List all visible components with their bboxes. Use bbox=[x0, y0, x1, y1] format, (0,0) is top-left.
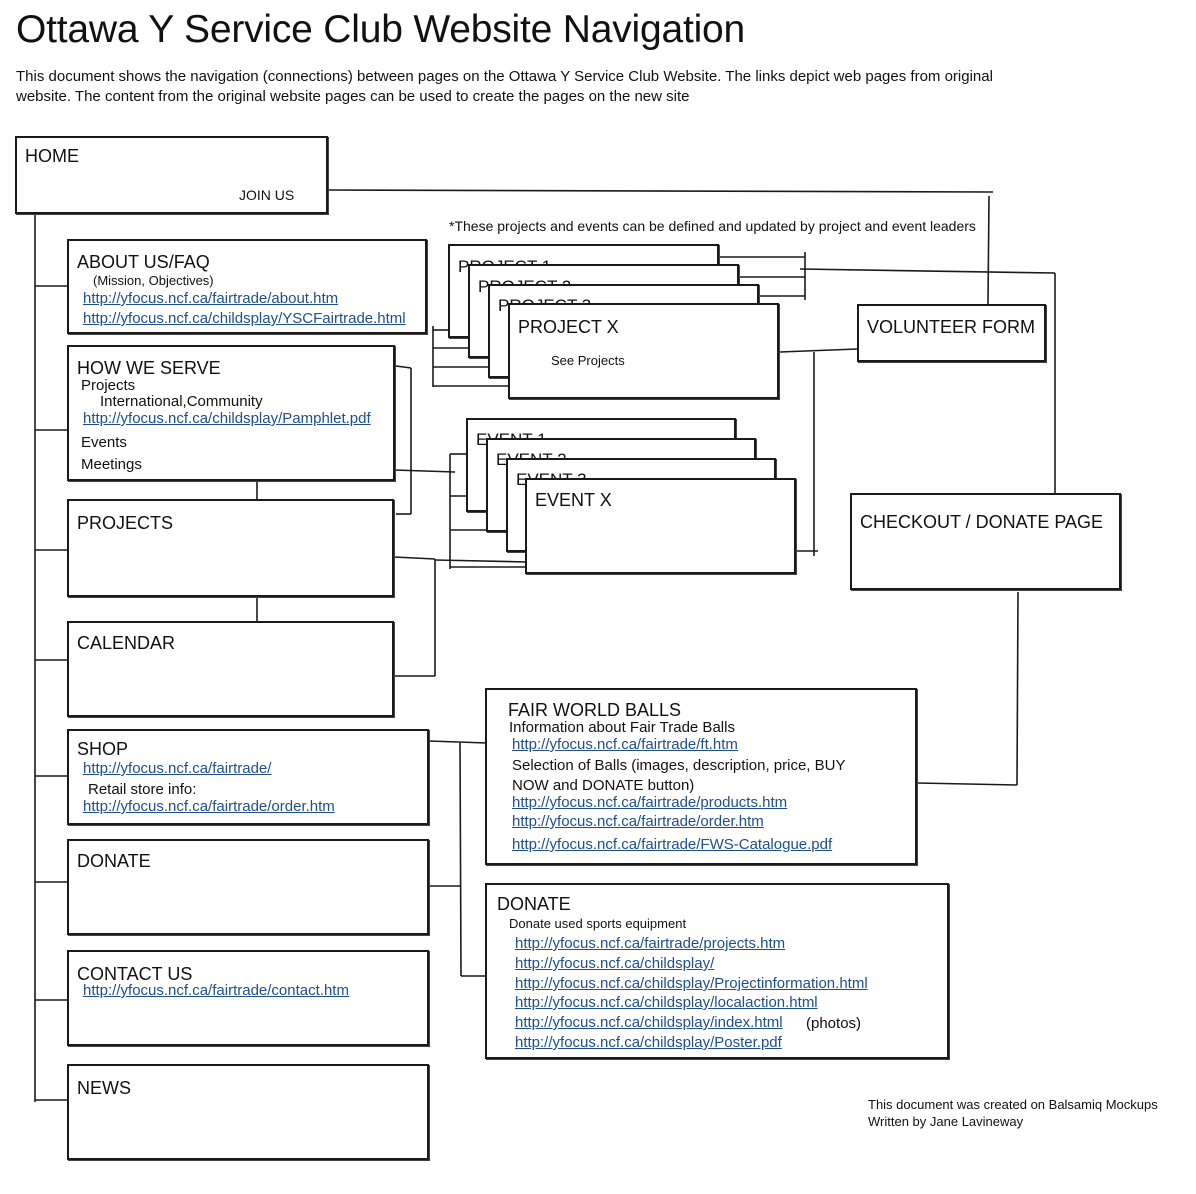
project-x-card[interactable]: PROJECT X See Projects bbox=[508, 303, 779, 399]
shop-title: SHOP bbox=[77, 739, 129, 759]
shop-box[interactable]: SHOP http://yfocus.ncf.ca/fairtrade/ Ret… bbox=[67, 729, 429, 825]
calendar-box[interactable]: CALENDAR bbox=[67, 621, 394, 717]
catalogue-link[interactable]: http://yfocus.ncf.ca/fairtrade/FWS-Catal… bbox=[512, 836, 833, 853]
fair-info-label: Information about Fair Trade Balls bbox=[509, 719, 735, 736]
contact-us-title: CONTACT US bbox=[77, 964, 193, 984]
projects-box[interactable]: PROJECTS bbox=[67, 499, 394, 597]
how-we-serve-box[interactable]: HOW WE SERVE Projects International,Comm… bbox=[67, 345, 395, 481]
ysc-fairtrade-link[interactable]: http://yfocus.ncf.ca/childsplay/YSCFairt… bbox=[83, 310, 406, 327]
home-title: HOME bbox=[25, 146, 79, 166]
news-box[interactable]: NEWS bbox=[67, 1064, 429, 1160]
event-x-title: EVENT X bbox=[535, 490, 612, 510]
intro-text: This document shows the navigation (conn… bbox=[16, 68, 993, 105]
poster-link[interactable]: http://yfocus.ncf.ca/childsplay/Poster.p… bbox=[515, 1034, 782, 1051]
pamphlet-link[interactable]: http://yfocus.ncf.ca/childsplay/Pamphlet… bbox=[83, 410, 371, 427]
childsplay-link[interactable]: http://yfocus.ncf.ca/childsplay/ bbox=[515, 955, 715, 972]
donate-box[interactable]: DONATE bbox=[67, 839, 429, 935]
checkout-donate-title: CHECKOUT / DONATE PAGE bbox=[860, 512, 1104, 532]
projects-title: PROJECTS bbox=[77, 513, 174, 533]
donate-equipment-subtitle: Donate used sports equipment bbox=[509, 916, 687, 931]
checkout-donate-box[interactable]: CHECKOUT / DONATE PAGE bbox=[850, 493, 1121, 590]
serve-meetings-label: Meetings bbox=[81, 456, 142, 473]
products-link[interactable]: http://yfocus.ncf.ca/fairtrade/products.… bbox=[512, 794, 788, 811]
volunteer-form-box[interactable]: VOLUNTEER FORM bbox=[857, 304, 1046, 362]
local-action-link[interactable]: http://yfocus.ncf.ca/childsplay/localact… bbox=[515, 994, 818, 1011]
selection-line-1: Selection of Balls (images, description,… bbox=[512, 757, 846, 774]
serve-projects-label: Projects bbox=[81, 377, 136, 394]
order-link[interactable]: http://yfocus.ncf.ca/fairtrade/order.htm bbox=[83, 798, 335, 815]
serve-international-label: International,Community bbox=[100, 393, 263, 410]
event-x-card[interactable]: EVENT X bbox=[525, 478, 796, 574]
fair-world-balls-box[interactable]: FAIR WORLD BALLS Information about Fair … bbox=[485, 688, 917, 865]
retail-store-label: Retail store info: bbox=[88, 781, 197, 798]
about-us-box[interactable]: ABOUT US/FAQ (Mission, Objectives) http:… bbox=[67, 239, 427, 334]
home-box[interactable]: HOME JOIN US bbox=[15, 136, 328, 214]
about-us-subtitle: (Mission, Objectives) bbox=[93, 273, 214, 288]
serve-events-label: Events bbox=[81, 434, 127, 451]
photos-label: (photos) bbox=[806, 1015, 862, 1032]
footer-credits: This document was created on Balsamiq Mo… bbox=[868, 1096, 1158, 1130]
contact-link[interactable]: http://yfocus.ncf.ca/fairtrade/contact.h… bbox=[83, 982, 349, 999]
join-us-link[interactable]: JOIN US bbox=[239, 187, 295, 203]
footer-line-2: Written by Jane Lavineway bbox=[868, 1114, 1024, 1129]
about-us-title: ABOUT US/FAQ bbox=[77, 252, 210, 272]
fair-order-link[interactable]: http://yfocus.ncf.ca/fairtrade/order.htm bbox=[512, 813, 764, 830]
see-projects-label: See Projects bbox=[551, 353, 625, 368]
news-title: NEWS bbox=[77, 1078, 131, 1098]
donate-equipment-box[interactable]: DONATE Donate used sports equipment http… bbox=[485, 883, 949, 1059]
project-information-link[interactable]: http://yfocus.ncf.ca/childsplay/Projecti… bbox=[515, 975, 868, 992]
fair-world-balls-title: FAIR WORLD BALLS bbox=[508, 700, 682, 720]
volunteer-form-title: VOLUNTEER FORM bbox=[867, 317, 1036, 337]
footer-line-1: This document was created on Balsamiq Mo… bbox=[868, 1097, 1158, 1112]
page-title: Ottawa Y Service Club Website Navigation bbox=[16, 8, 746, 51]
ft-link[interactable]: http://yfocus.ncf.ca/fairtrade/ft.htm bbox=[512, 736, 738, 753]
childsplay-index-link[interactable]: http://yfocus.ncf.ca/childsplay/index.ht… bbox=[515, 1014, 783, 1031]
about-link[interactable]: http://yfocus.ncf.ca/fairtrade/about.htm bbox=[83, 290, 339, 307]
selection-line-2: NOW and DONATE button) bbox=[512, 777, 695, 794]
contact-us-box[interactable]: CONTACT US http://yfocus.ncf.ca/fairtrad… bbox=[67, 950, 429, 1046]
project-x-title: PROJECT X bbox=[518, 317, 619, 337]
projects-htm-link[interactable]: http://yfocus.ncf.ca/fairtrade/projects.… bbox=[515, 935, 786, 952]
donate-title: DONATE bbox=[77, 851, 151, 871]
how-we-serve-title: HOW WE SERVE bbox=[77, 358, 221, 378]
calendar-title: CALENDAR bbox=[77, 633, 176, 653]
projects-events-note: *These projects and events can be define… bbox=[449, 218, 976, 234]
donate-equipment-title: DONATE bbox=[497, 894, 571, 914]
fairtrade-link[interactable]: http://yfocus.ncf.ca/fairtrade/ bbox=[83, 760, 272, 777]
